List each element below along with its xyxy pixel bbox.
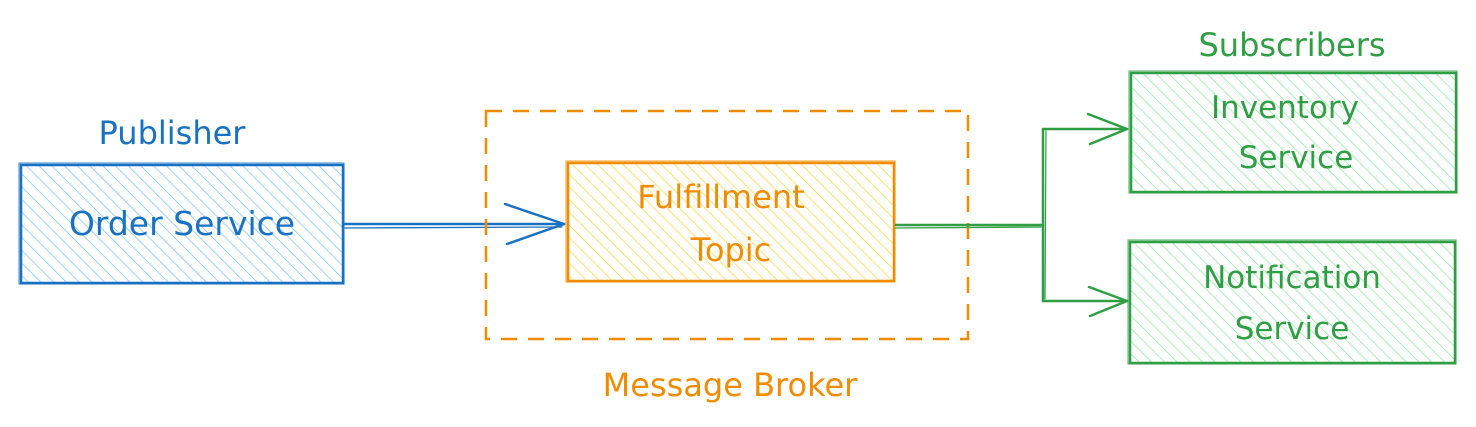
message-broker-label: Message Broker	[603, 366, 858, 404]
notification-text-line1: Notification	[1203, 260, 1381, 296]
inventory-service-box: Inventory Service	[1128, 70, 1458, 194]
subscribers-label: Subscribers	[1198, 26, 1385, 64]
fulfillment-topic-box: Fulfillment Topic	[565, 160, 896, 283]
order-service-box: Order Service	[18, 162, 345, 285]
publisher-label: Publisher	[99, 114, 247, 152]
topic-text-line2: Topic	[690, 231, 771, 269]
topic-text-line1: Fulfillment	[637, 178, 804, 216]
subscribe-connector	[894, 112, 1129, 318]
notification-text-line2: Service	[1235, 311, 1350, 347]
inventory-text-line2: Service	[1239, 140, 1354, 176]
notification-service-box: Notification Service	[1127, 239, 1457, 365]
publish-arrow	[343, 202, 566, 246]
inventory-text-line1: Inventory	[1211, 90, 1359, 126]
order-service-text: Order Service	[69, 204, 295, 243]
